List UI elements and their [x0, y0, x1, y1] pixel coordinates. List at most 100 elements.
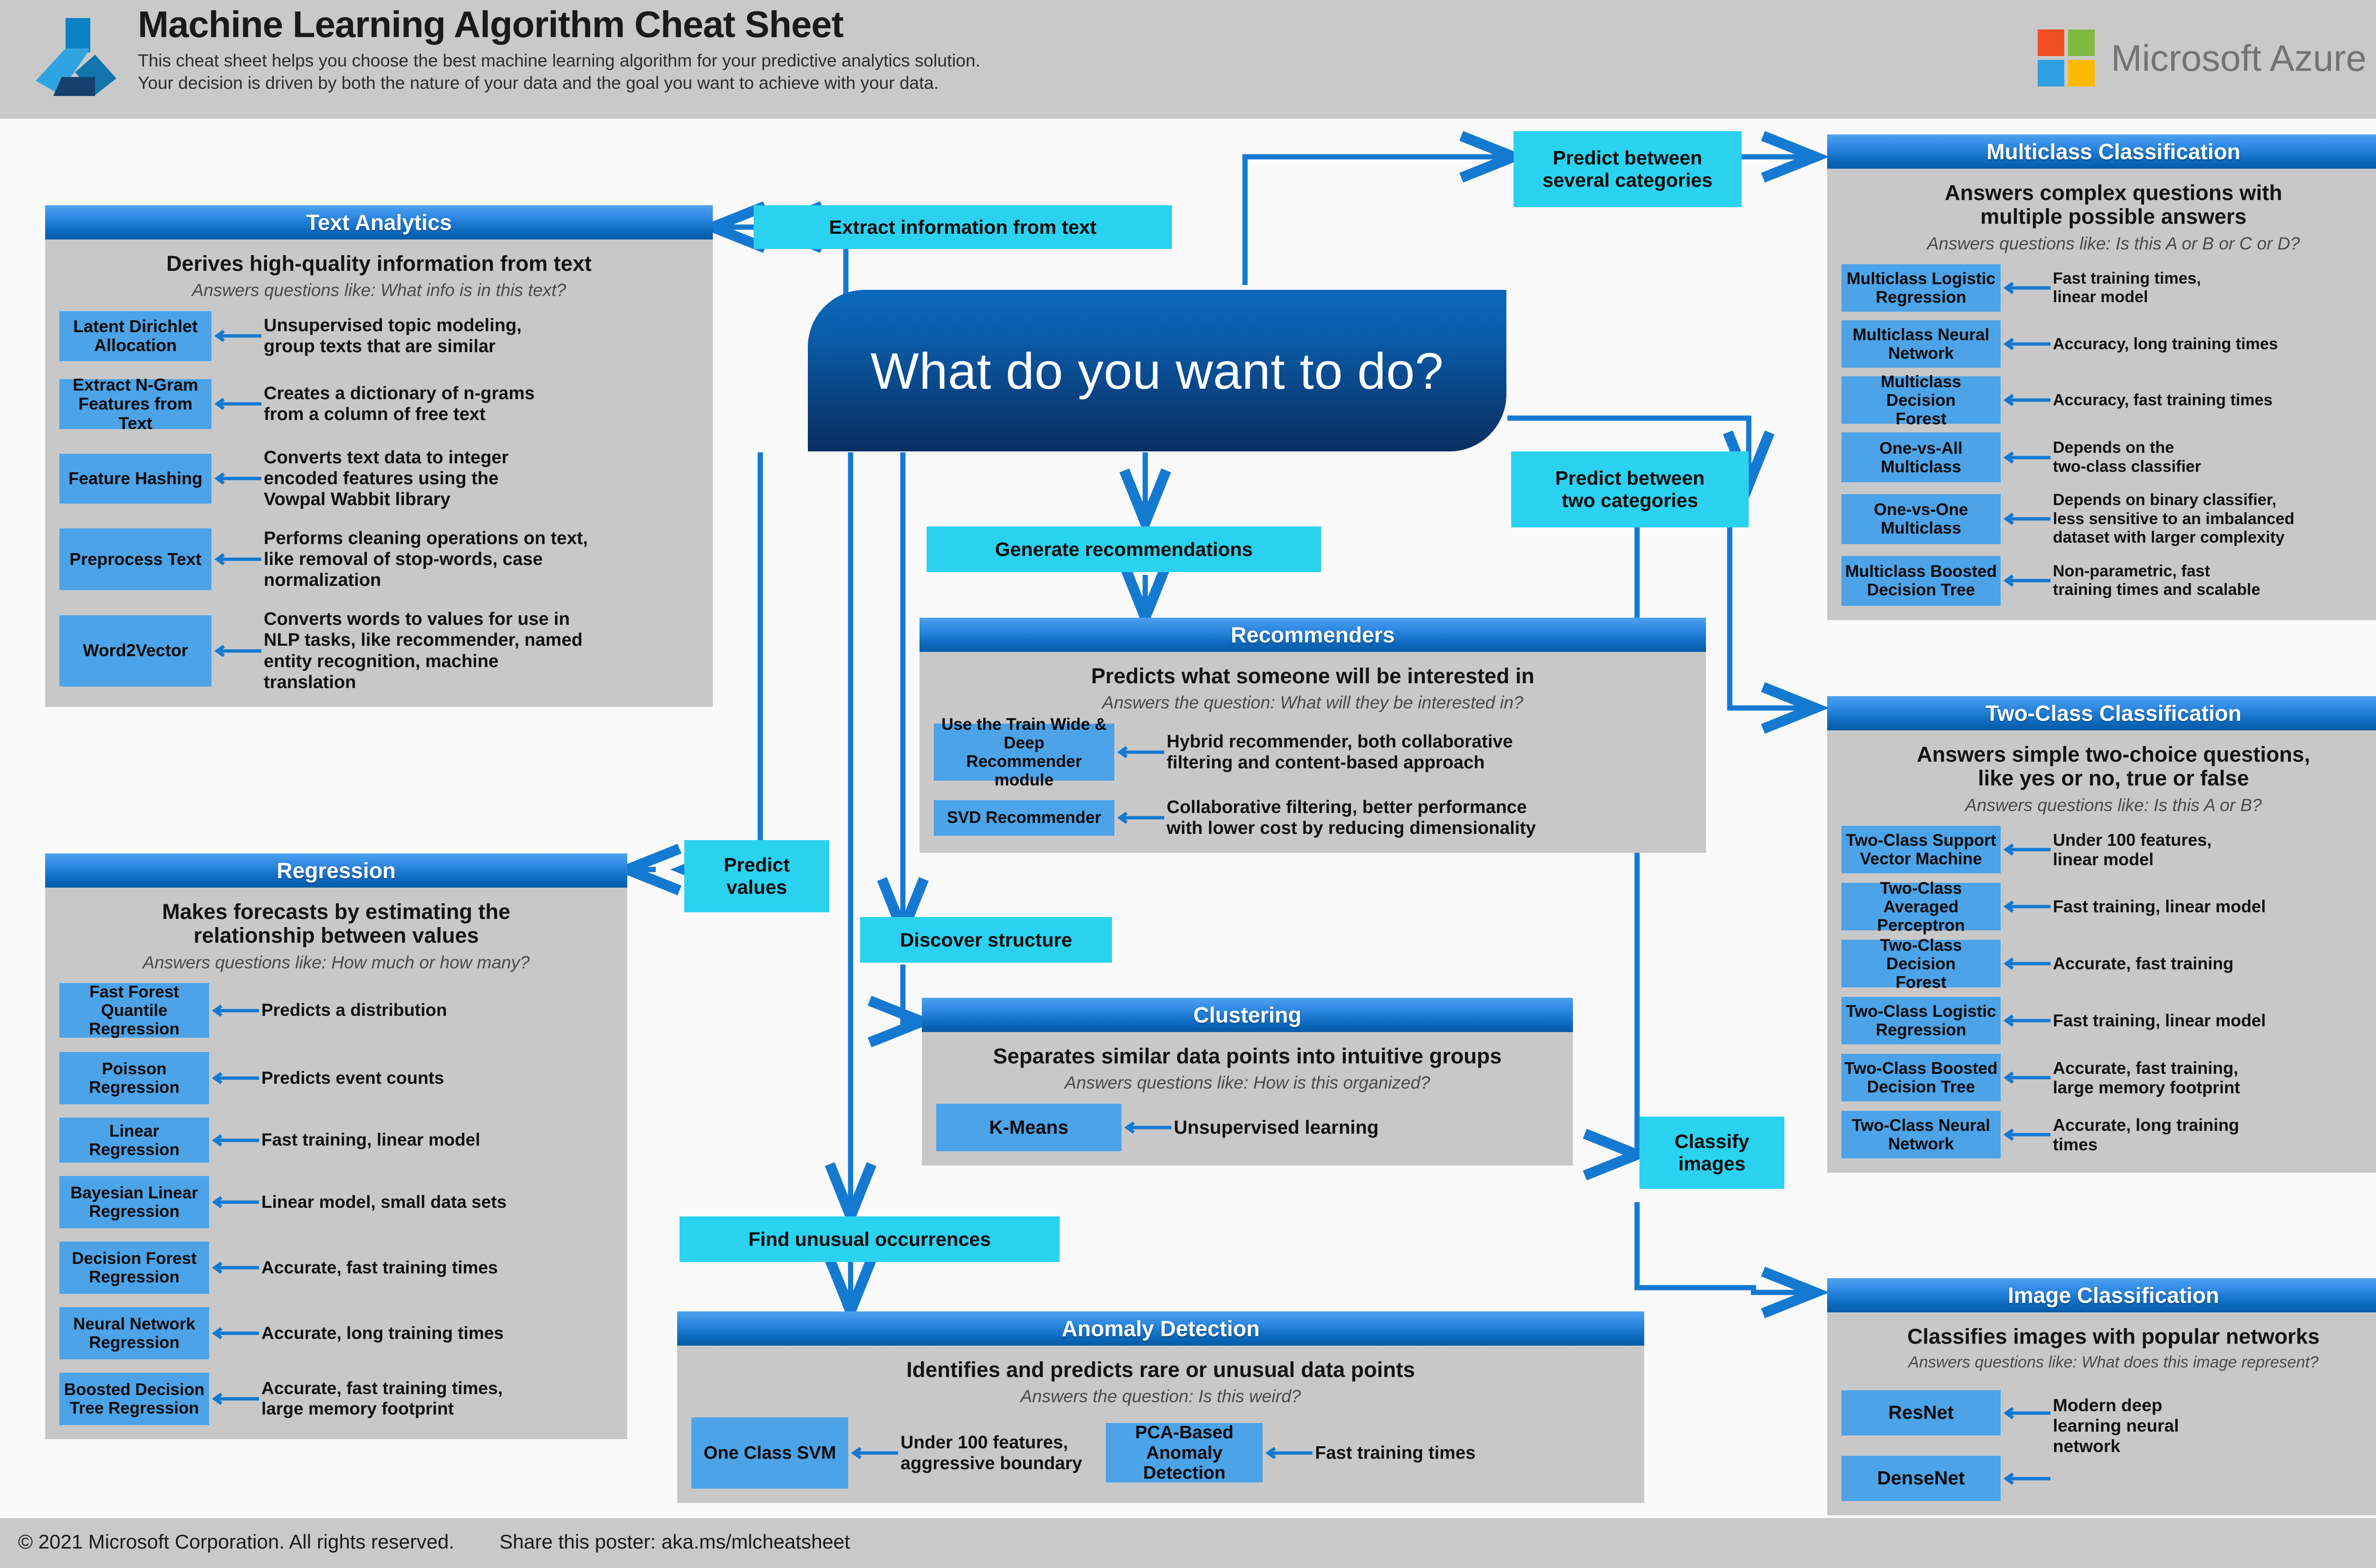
arrow-left-icon: [848, 1444, 901, 1463]
algorithm-chip[interactable]: Two-Class Boosted Decision Tree: [1841, 1054, 2001, 1102]
algorithm-chip[interactable]: Use the Train Wide & Deep Recommender mo…: [934, 715, 1114, 789]
panel-body: Classifies images with popular networks …: [1827, 1312, 2376, 1516]
page-header: Machine Learning Algorithm Cheat Sheet T…: [0, 0, 2376, 119]
central-question-hub: What do you want to do?: [808, 290, 1506, 451]
algorithm-row: Two-Class Averaged Perceptron Fast traini…: [1841, 879, 2376, 935]
algorithm-chip[interactable]: Two-Class Decision Forest: [1841, 936, 2001, 992]
algorithm-chip[interactable]: One-vs-All Multiclass: [1841, 432, 2001, 483]
arrow-left-icon: [209, 1389, 261, 1408]
arrow-left-icon: [209, 1131, 261, 1150]
algorithm-chip[interactable]: K-Means: [936, 1103, 1121, 1151]
algorithm-row: K-Means Unsupervised learning: [936, 1103, 1559, 1151]
algorithm-chip[interactable]: Two-Class Support Vector Machine: [1841, 826, 2001, 874]
panel-subtitle: Answers questions like: How is this orga…: [1064, 1073, 1430, 1093]
panel-subtitle: Answers questions like: Is this A or B?: [1965, 795, 2262, 815]
arrow-left-icon: [209, 1193, 261, 1212]
panel-title: Regression: [45, 853, 627, 888]
algorithm-chip[interactable]: Two-Class Neural Network: [1841, 1111, 2001, 1159]
azure-ml-logo-icon: [36, 18, 116, 96]
decision-find-unusual-occurrences[interactable]: Find unusual occurrences: [680, 1216, 1060, 1262]
decision-predict-several-categories[interactable]: Predict between several categories: [1514, 131, 1742, 207]
algorithm-chip[interactable]: Bayesian Linear Regression: [59, 1176, 209, 1229]
algorithm-chip[interactable]: SVD Recommender: [934, 800, 1114, 836]
algorithm-chip[interactable]: PCA-Based Anomaly Detection: [1106, 1423, 1263, 1483]
algorithm-chip[interactable]: Multiclass Boosted Decision Tree: [1841, 555, 2001, 606]
algorithm-chip[interactable]: Latent Dirichlet Allocation: [59, 311, 211, 361]
algorithm-chip[interactable]: One-vs-One Multiclass: [1841, 494, 2001, 544]
panel-subtitle: Answers questions like: What info is in …: [192, 280, 566, 300]
arrow-left-icon: [2001, 840, 2053, 859]
algorithm-chip[interactable]: Multiclass Neural Network: [1841, 320, 2001, 368]
algorithm-chip[interactable]: Linear Regression: [59, 1118, 209, 1163]
algorithm-chip[interactable]: DenseNet: [1841, 1456, 2001, 1501]
arrow-left-icon: [209, 1069, 261, 1088]
microsoft-azure-logo: Microsoft Azure: [2038, 29, 2366, 86]
algorithm-chip[interactable]: Two-Class Logistic Regression: [1841, 997, 2001, 1045]
copyright-text: © 2021 Microsoft Corporation. All rights…: [18, 1530, 455, 1553]
algorithm-chip[interactable]: Multiclass Decision Forest: [1841, 373, 2001, 428]
panel-body: Derives high-quality information from te…: [45, 239, 713, 707]
arrow-left-icon: [2001, 1068, 2053, 1087]
decision-extract-information[interactable]: Extract information from text: [754, 205, 1172, 249]
arrow-left-icon: [2001, 954, 2053, 973]
algorithm-chip[interactable]: Multiclass Logistic Regression: [1841, 264, 2001, 312]
algorithm-chip[interactable]: Preprocess Text: [59, 528, 211, 591]
arrow-left-icon: [2001, 1469, 2053, 1488]
title-block: Machine Learning Algorithm Cheat Sheet T…: [138, 6, 980, 95]
algorithm-description: Creates a dictionary of n-grams from a c…: [264, 383, 535, 425]
algorithm-chip[interactable]: Boosted Decision Tree Regression: [59, 1373, 209, 1425]
algorithm-description: Depends on the two-class classifier: [2053, 439, 2201, 476]
algorithm-chip[interactable]: Extract N-Gram Features from Text: [59, 375, 211, 432]
algorithm-description: Hybrid recommender, both collaborative f…: [1167, 731, 1513, 773]
algorithm-chip[interactable]: Word2Vector: [59, 615, 211, 687]
algorithm-chip[interactable]: Neural Network Regression: [59, 1307, 209, 1360]
arrow-left-icon: [2001, 1404, 2053, 1423]
algorithm-chip[interactable]: Two-Class Averaged Perceptron: [1841, 879, 2001, 935]
arrow-left-icon: [1114, 808, 1167, 827]
decision-discover-structure[interactable]: Discover structure: [860, 917, 1112, 963]
panel-body: Predicts what someone will be interested…: [920, 652, 1706, 853]
algorithm-chip[interactable]: One Class SVM: [691, 1417, 848, 1489]
arrow-left-icon: [209, 1258, 261, 1277]
algorithm-chip[interactable]: Fast Forest Quantile Regression: [59, 983, 209, 1038]
subtitle-line-2: Your decision is driven by both the natu…: [138, 73, 939, 93]
algorithm-row: DenseNet: [1841, 1456, 2376, 1501]
decision-predict-two-categories[interactable]: Predict between two categories: [1511, 451, 1749, 527]
algorithm-description: Collaborative filtering, better performa…: [1167, 797, 1536, 839]
panel-clustering: Clustering Separates similar data points…: [922, 998, 1573, 1166]
arrow-left-icon: [2001, 448, 2053, 467]
algorithm-chip[interactable]: Decision Forest Regression: [59, 1242, 209, 1294]
algorithm-row: Word2Vector Converts words to values for …: [59, 609, 699, 692]
microsoft-squares-icon: [2038, 29, 2095, 86]
panel-body: Identifies and predicts rare or unusual …: [677, 1346, 1644, 1503]
decision-generate-recommendations[interactable]: Generate recommendations: [927, 526, 1321, 572]
arrow-left-icon: [2001, 278, 2053, 297]
algorithm-row: Linear Regression Fast training, linear m…: [59, 1118, 613, 1163]
algorithm-description: Fast training, linear model: [261, 1130, 480, 1150]
panel-multiclass-classification: Multiclass Classification Answers comple…: [1827, 134, 2376, 620]
algorithm-description: Unsupervised learning: [1174, 1117, 1379, 1138]
panel-subtitle: Answers the question: What will they be …: [1102, 693, 1523, 713]
panel-regression: Regression Makes forecasts by estimating…: [45, 853, 627, 1440]
algorithm-description: Fast training, linear model: [2053, 897, 2266, 917]
share-link[interactable]: Share this poster: aka.ms/mlcheatsheet: [499, 1530, 850, 1553]
panel-lead: Identifies and predicts rare or unusual …: [906, 1358, 1415, 1382]
algorithm-description: Under 100 features, aggressive boundary: [901, 1432, 1083, 1473]
algorithm-chip[interactable]: Poisson Regression: [59, 1052, 209, 1105]
decision-classify-images[interactable]: Classify images: [1639, 1117, 1784, 1189]
algorithm-description: Non-parametric, fast training times and …: [2053, 562, 2261, 599]
algorithm-description: Fast training, linear model: [2053, 1011, 2266, 1031]
algorithm-chip[interactable]: ResNet: [1841, 1390, 2001, 1436]
algorithm-chip[interactable]: Feature Hashing: [59, 453, 211, 504]
algorithm-description: Converts words to values for use in NLP …: [264, 609, 583, 692]
decision-predict-values[interactable]: Predict values: [684, 840, 829, 912]
algorithm-description: Under 100 features, linear model: [2053, 830, 2212, 870]
arrow-left-icon: [211, 550, 264, 569]
